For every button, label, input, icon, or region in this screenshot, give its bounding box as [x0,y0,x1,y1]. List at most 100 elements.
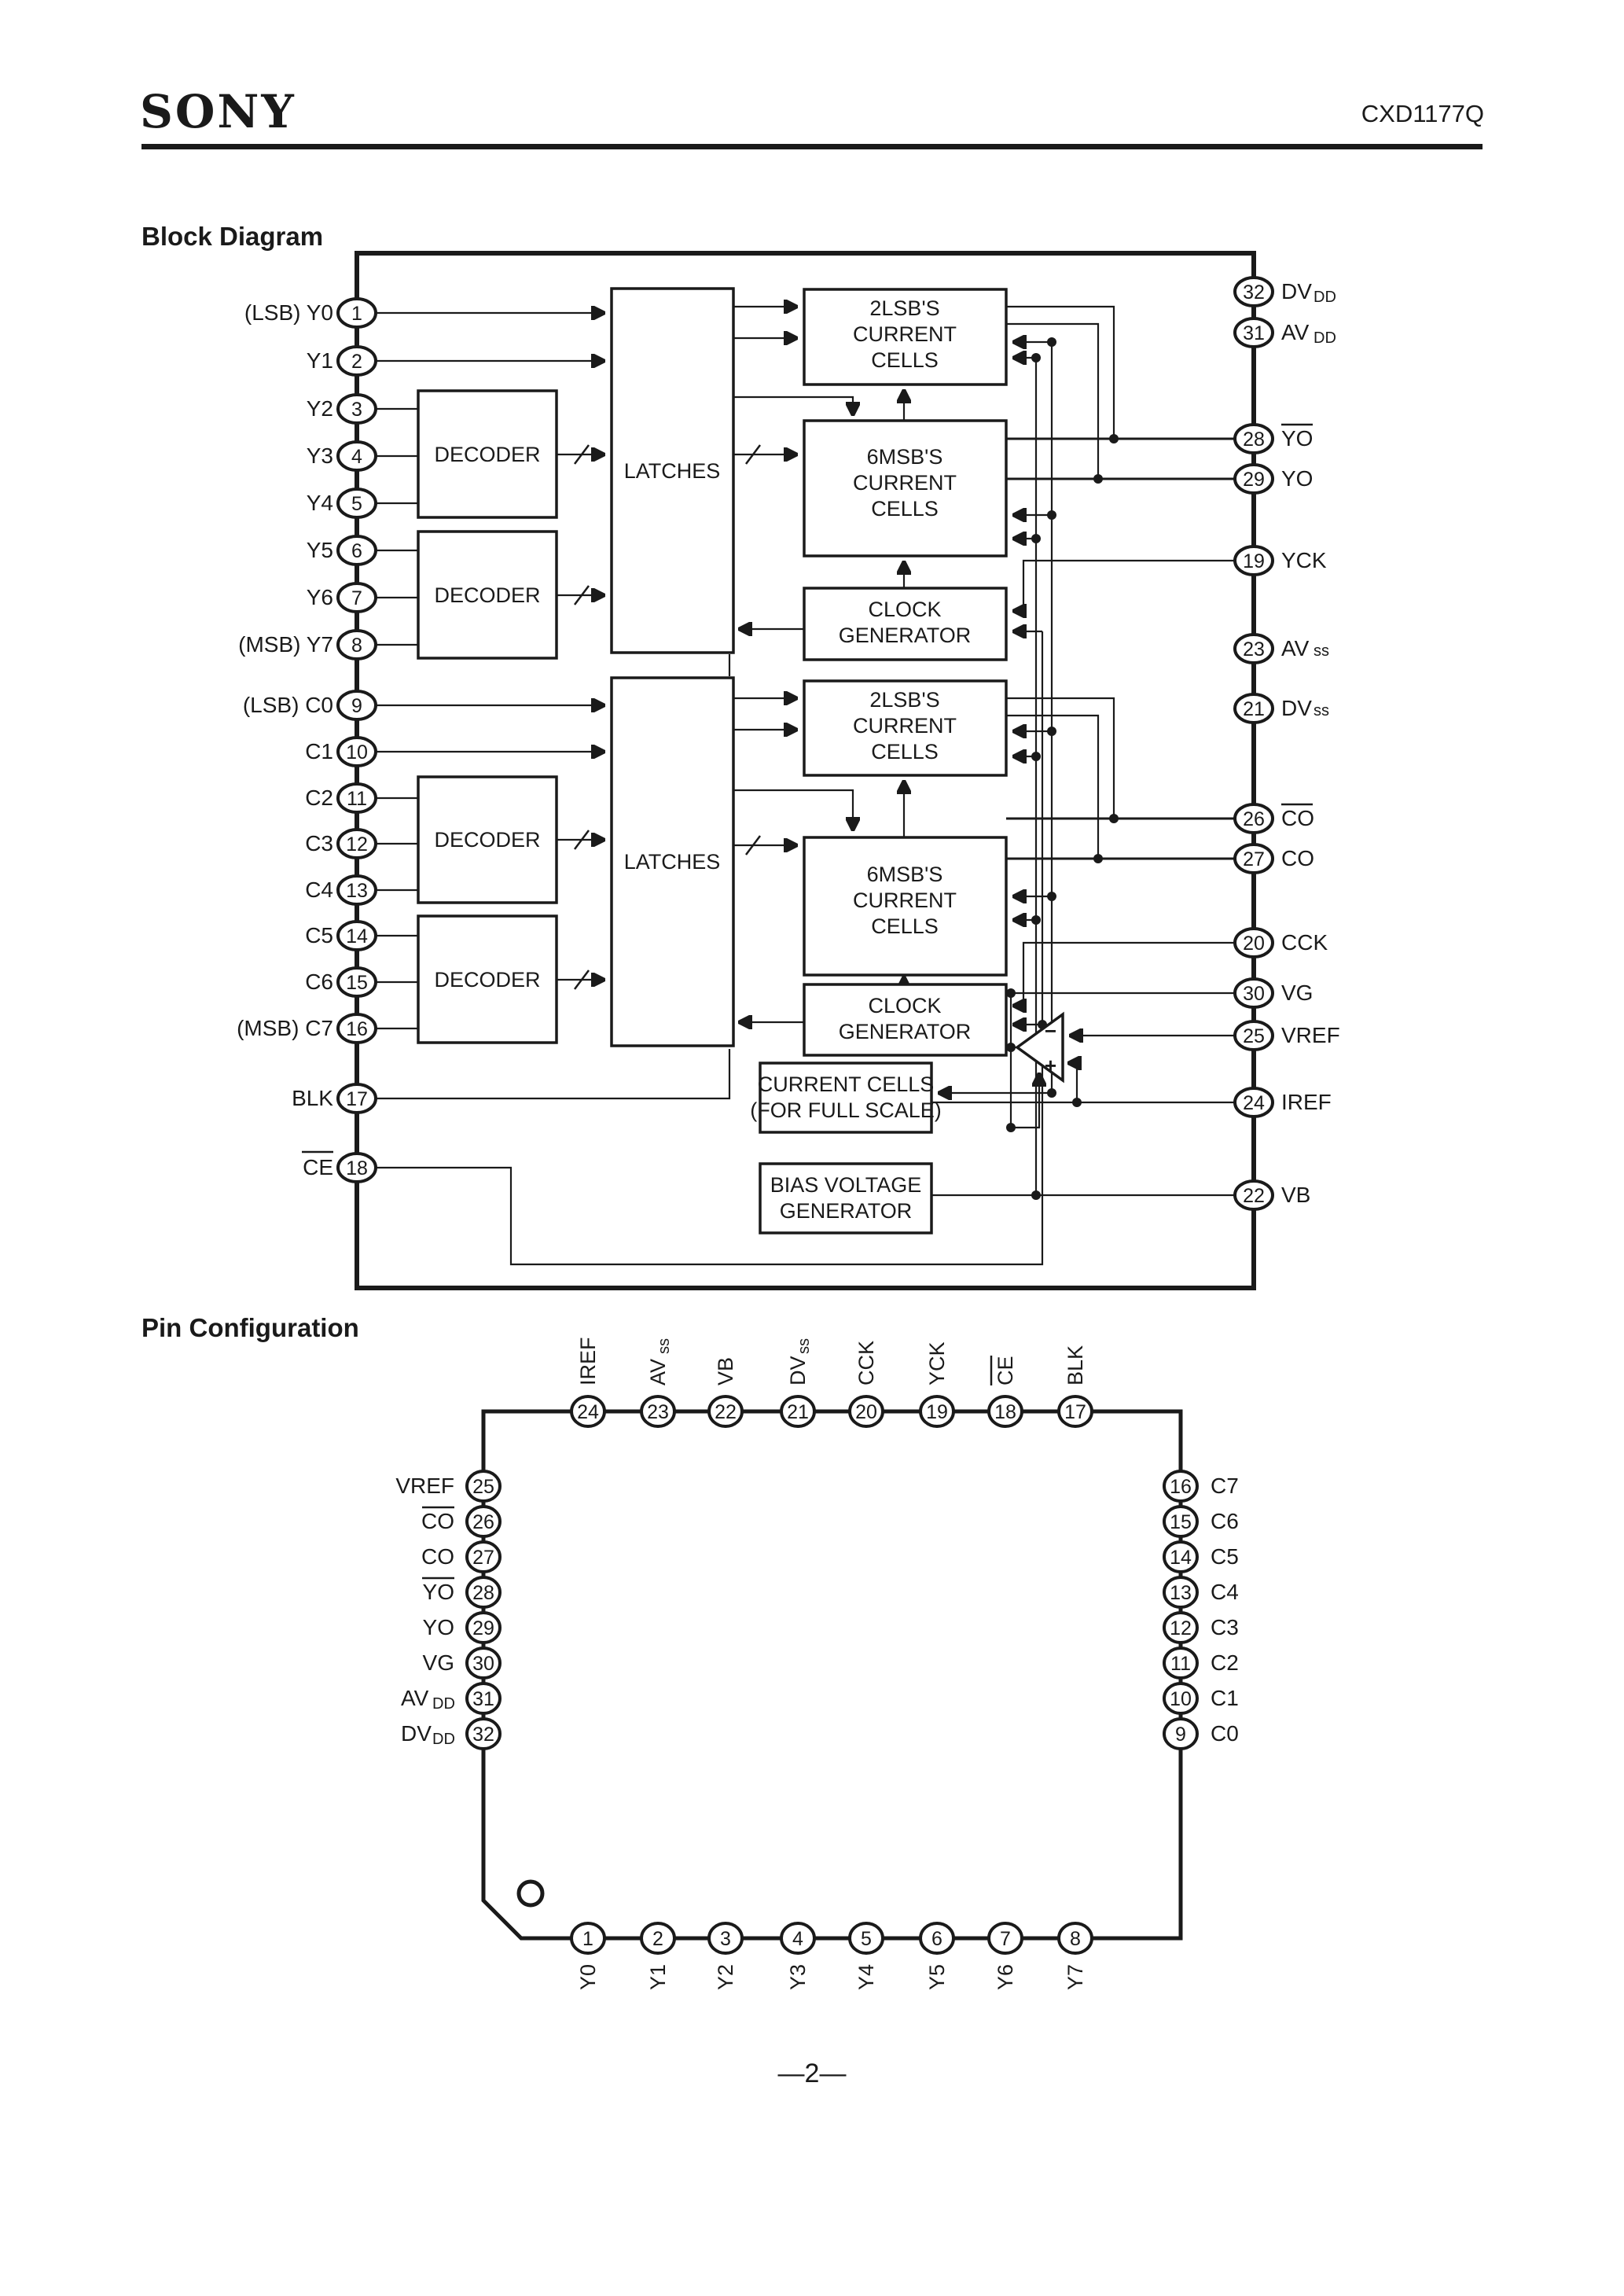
bd-pin-27: 27 CO [1233,843,1314,874]
svg-text:CLOCK: CLOCK [868,994,941,1017]
bd-pin-3: 3Y2 [307,393,377,425]
svg-text:C2: C2 [1211,1650,1239,1675]
svg-text:27: 27 [1243,848,1265,870]
decoder-box-c1: DECODER [417,775,558,904]
svg-text:4: 4 [792,1928,803,1950]
bd-left-pins: 1(LSB) Y0 2Y1 3Y2 4Y3 5Y4 6Y5 7Y6 8(MSB)… [237,297,377,1183]
svg-text:29: 29 [472,1617,494,1639]
svg-text:6: 6 [931,1928,942,1950]
svg-text:C6: C6 [305,970,333,994]
svg-text:(LSB) C0: (LSB) C0 [243,693,333,717]
svg-text:VB: VB [1281,1183,1310,1207]
svg-text:DECODER: DECODER [434,443,540,466]
svg-text:Y1: Y1 [307,348,333,373]
svg-text:C2: C2 [305,786,333,810]
svg-text:9: 9 [1175,1724,1186,1746]
svg-text:DD: DD [1314,289,1336,306]
svg-text:1: 1 [351,303,362,325]
svg-text:10: 10 [346,741,368,763]
svg-text:VG: VG [1281,981,1313,1005]
svg-text:18: 18 [994,1401,1016,1423]
svg-text:(MSB) Y7: (MSB) Y7 [238,632,333,657]
svg-text:2: 2 [652,1928,663,1950]
svg-text:Y6: Y6 [994,1964,1017,1990]
svg-text:13: 13 [1170,1582,1192,1604]
svg-text:C5: C5 [305,923,333,947]
svg-text:29: 29 [1243,469,1265,491]
decoder-box-y2: DECODER [417,530,558,660]
svg-text:24: 24 [1243,1092,1265,1114]
svg-text:CCK: CCK [1281,930,1328,955]
opamp: − + [1015,1011,1064,1084]
pc-pin-2: 2Y1 [640,1922,676,1990]
svg-text:17: 17 [1064,1401,1086,1423]
svg-text:VREF: VREF [395,1474,454,1498]
svg-text:8: 8 [1070,1928,1081,1950]
svg-text:GENERATOR: GENERATOR [839,1020,972,1043]
svg-text:DV: DV [786,1356,810,1385]
svg-text:12: 12 [346,833,368,855]
svg-text:GENERATOR: GENERATOR [780,1199,913,1223]
svg-text:21: 21 [1243,698,1265,720]
svg-text:2LSB'S: 2LSB'S [869,688,939,712]
svg-text:DV: DV [1281,279,1312,304]
svg-text:Y4: Y4 [854,1964,878,1990]
svg-text:6: 6 [351,540,362,562]
bd-pin-29: 29 YO [1233,463,1313,495]
svg-text:CO: CO [1281,846,1314,870]
pin-configuration-title: Pin Configuration [141,1313,359,1342]
full-scale-cells-box: CURRENT CELLS (FOR FULL SCALE) [750,1062,942,1134]
svg-text:C1: C1 [1211,1686,1239,1710]
svg-text:5: 5 [861,1928,872,1950]
svg-text:CE: CE [303,1155,333,1179]
svg-text:18: 18 [346,1157,368,1179]
bd-pin-4: 4Y3 [307,440,377,472]
svg-text:DECODER: DECODER [434,828,540,852]
svg-text:(LSB) Y0: (LSB) Y0 [244,300,333,325]
svg-text:6MSB'S: 6MSB'S [867,863,943,886]
svg-text:C3: C3 [305,831,333,855]
svg-text:Y3: Y3 [786,1964,810,1990]
svg-text:YO: YO [423,1615,454,1639]
svg-text:15: 15 [346,972,368,994]
pc-pin-4: 4Y3 [780,1922,816,1990]
svg-text:2: 2 [351,351,362,373]
svg-text:DV: DV [1281,696,1312,720]
svg-text:CO: CO [421,1544,454,1569]
bd-pin-9: 9(LSB) C0 [243,690,377,721]
bd-pin-18: 18 CE [302,1150,377,1183]
header: SONY CXD1177Q [140,85,1484,149]
svg-text:VB: VB [714,1357,737,1385]
svg-text:31: 31 [1243,322,1265,344]
latches-box-y: LATCHES [610,287,735,654]
svg-text:CLOCK: CLOCK [868,598,941,621]
chip-boundary [355,251,1256,1290]
clock-gen-y-box: CLOCK GENERATOR [803,587,1008,661]
svg-text:YO: YO [1281,466,1313,491]
svg-text:C4: C4 [1211,1580,1239,1604]
svg-text:C6: C6 [1211,1509,1239,1533]
svg-text:25: 25 [1243,1025,1265,1047]
svg-text:Y2: Y2 [714,1964,737,1990]
svg-text:26: 26 [1243,808,1265,830]
svg-text:BIAS VOLTAGE: BIAS VOLTAGE [770,1173,922,1197]
sony-logo: SONY [140,85,296,138]
pc-bottom-pins: 1Y0 2Y1 3Y2 4Y3 5Y4 6Y5 7Y6 8Y7 [570,1922,1093,1990]
svg-text:7: 7 [351,587,362,609]
